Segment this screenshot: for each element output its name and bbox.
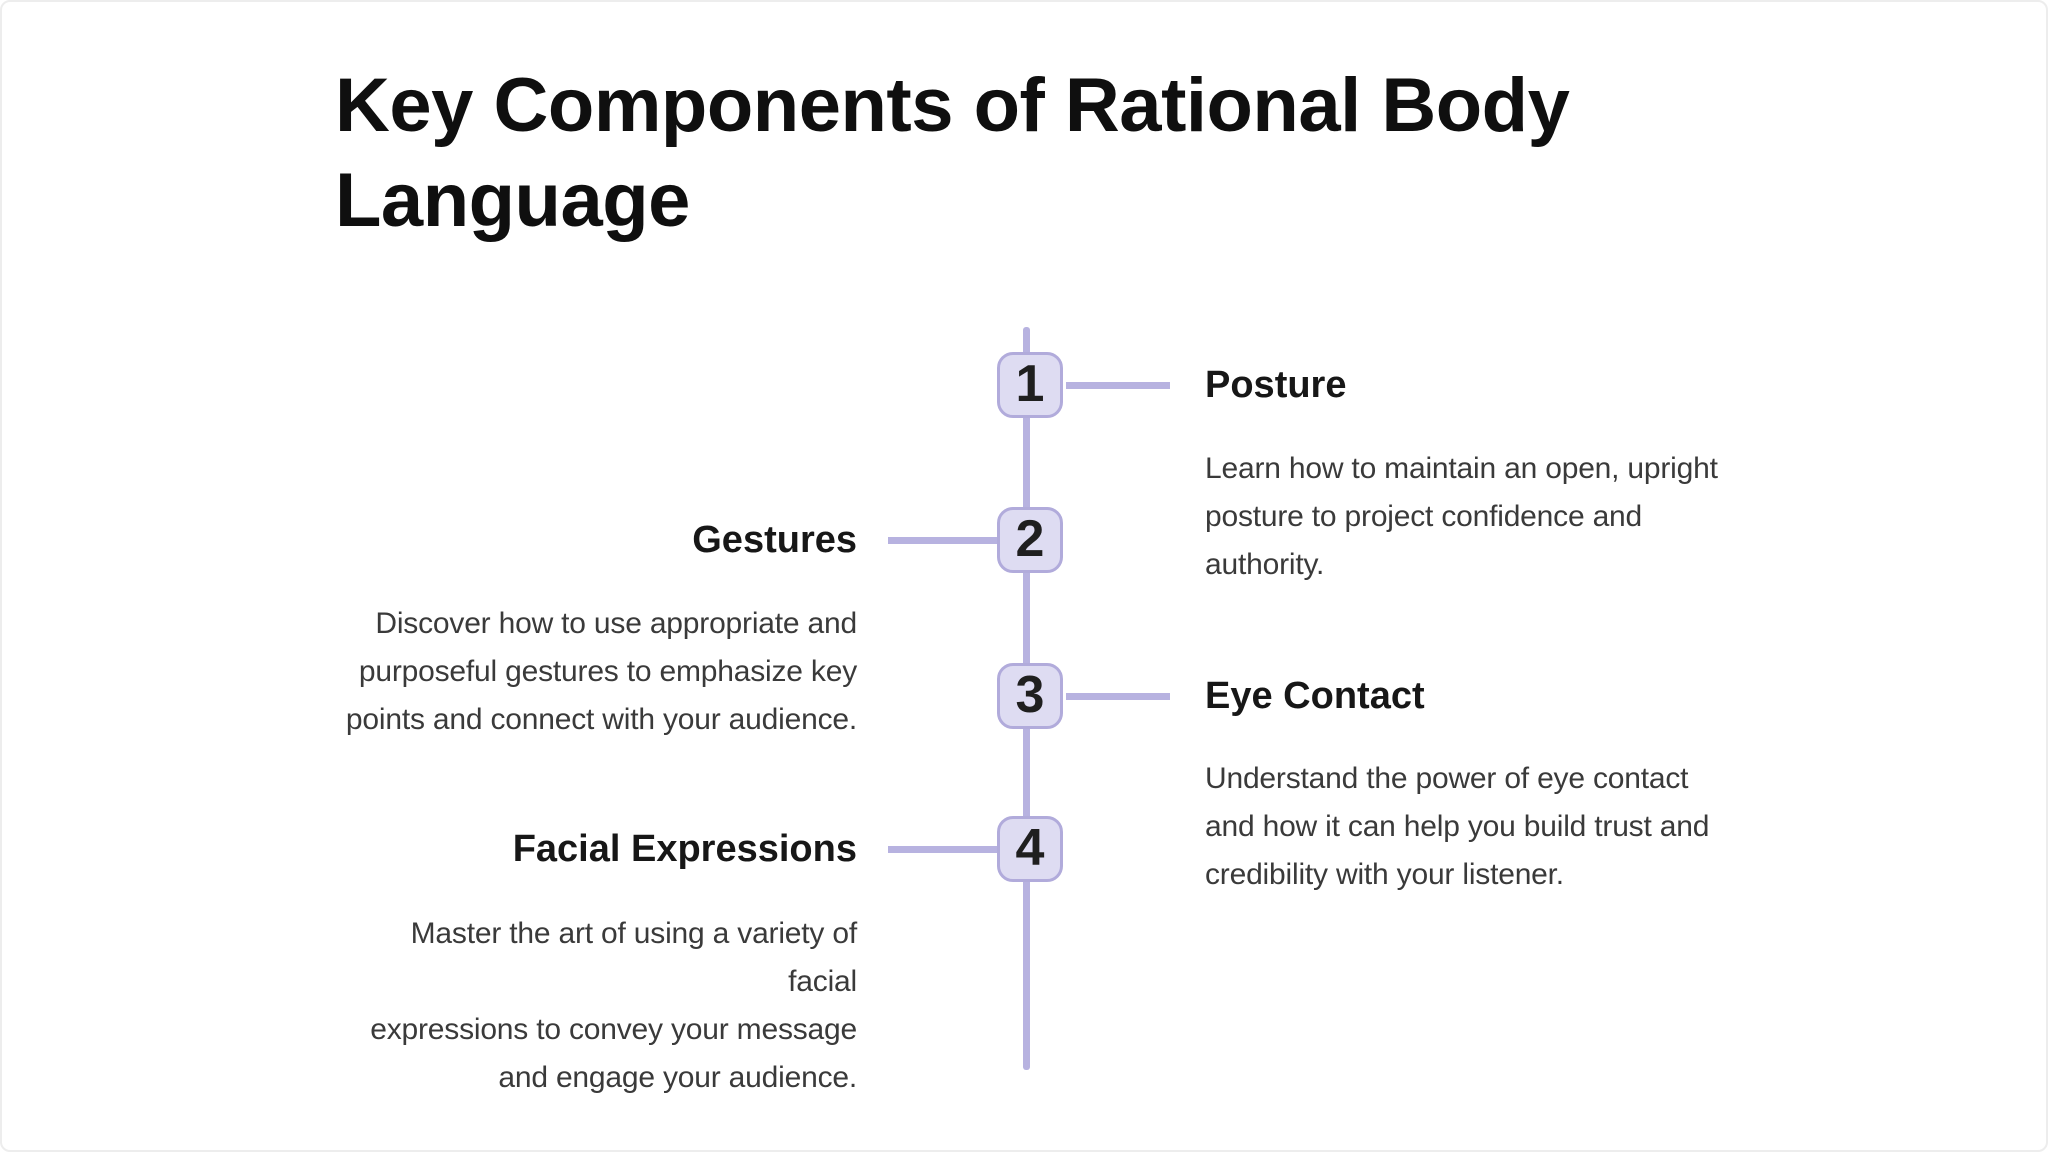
item-title-eye-contact: Eye Contact (1205, 675, 1425, 717)
item-title-posture: Posture (1205, 364, 1347, 406)
connector-line-4 (888, 846, 997, 853)
timeline-node-4: 4 (997, 816, 1063, 882)
node-number-1: 1 (1015, 355, 1045, 413)
description-line: Discover how to use appropriate and (375, 607, 857, 640)
timeline-node-3: 3 (997, 663, 1063, 729)
description-line: purposeful gestures to emphasize key (358, 655, 857, 688)
item-description-posture: Learn how to maintain an open, upright p… (1205, 445, 1718, 589)
connector-line-2 (888, 537, 997, 544)
item-title-facial-expressions: Facial Expressions (512, 828, 857, 870)
connector-line-1 (1066, 382, 1170, 389)
description-line: Master the art of using a variety of fac… (410, 917, 858, 998)
description-line: credibility with your listener. (1205, 858, 1564, 891)
node-number-3: 3 (1015, 666, 1045, 724)
node-number-4: 4 (1015, 819, 1045, 877)
connector-line-3 (1066, 693, 1170, 700)
description-line: authority. (1205, 548, 1325, 581)
description-line: and engage your audience. (498, 1061, 857, 1094)
page-title: Key Components of Rational Body Language (335, 63, 1570, 243)
node-number-2: 2 (1015, 510, 1045, 568)
item-description-gestures: Discover how to use appropriate and purp… (342, 600, 857, 744)
description-line: posture to project confidence and (1205, 500, 1643, 533)
timeline-node-1: 1 (997, 352, 1063, 418)
item-title-gestures: Gestures (692, 519, 857, 561)
description-line: points and connect with your audience. (345, 703, 857, 736)
item-description-eye-contact: Understand the power of eye contact and … (1205, 755, 1709, 899)
description-line: Learn how to maintain an open, upright (1205, 452, 1718, 485)
item-description-facial-expressions: Master the art of using a variety of fac… (342, 910, 857, 1102)
description-line: Understand the power of eye contact (1205, 762, 1689, 795)
timeline-node-2: 2 (997, 507, 1063, 573)
description-line: and how it can help you build trust and (1205, 810, 1710, 843)
description-line: expressions to convey your message (370, 1013, 857, 1046)
